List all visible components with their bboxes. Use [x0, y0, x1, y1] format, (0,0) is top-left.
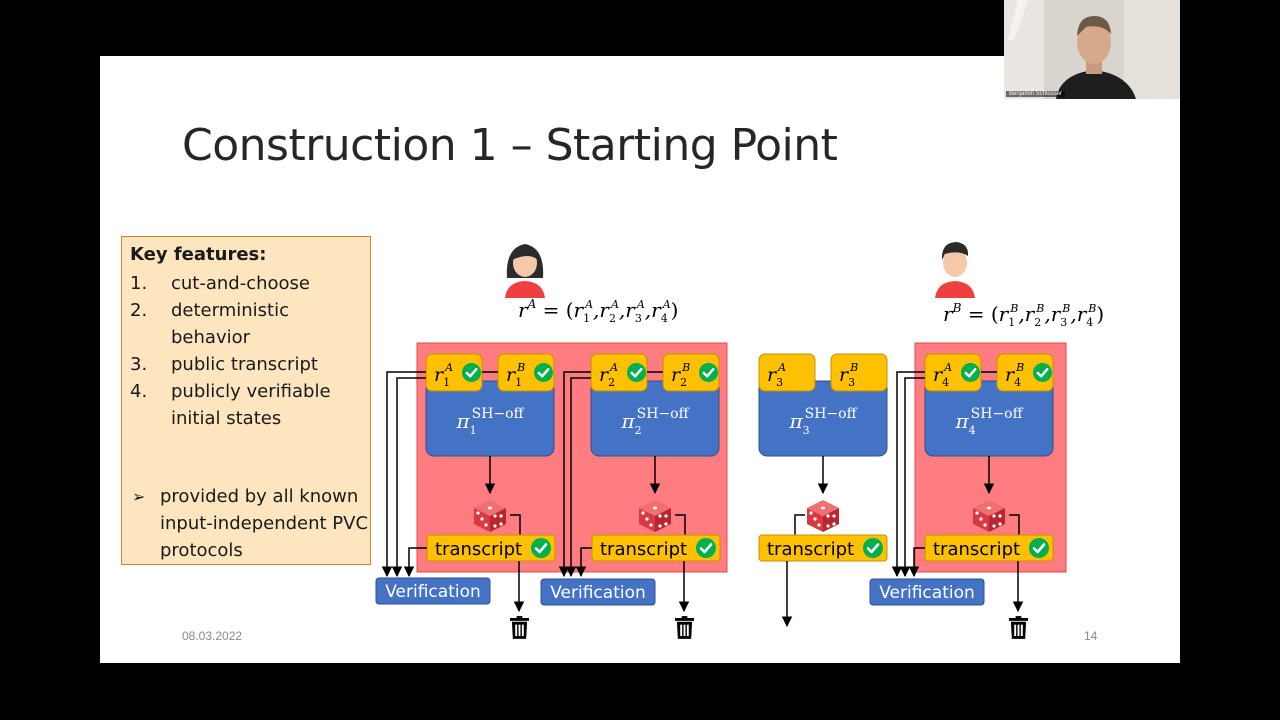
protocol-label: π2SH−off	[620, 406, 689, 437]
bob-seed-tuple: rB = (r1B,r2B,r3B,r4B)	[943, 301, 1104, 329]
check-icon	[699, 363, 718, 382]
footer-date: 08.03.2022	[182, 629, 243, 643]
transcript-label: transcript	[933, 539, 1020, 560]
webcam-thumbnail: Benjamin Schlosser	[1004, 0, 1180, 99]
dice-icon	[807, 500, 839, 532]
seed-label: r3A	[767, 361, 786, 389]
instance-2: π2SH−off r2A r2B transcript Verification	[540, 353, 721, 639]
feature-number: 1.	[130, 273, 148, 294]
transcript-box	[758, 534, 888, 562]
seed-label: r2A	[599, 361, 618, 389]
verification-box	[540, 578, 656, 606]
protocol-label: π3SH−off	[788, 406, 857, 437]
transcript-label: transcript	[435, 539, 522, 560]
slide-title: Construction 1 – Starting Point	[182, 120, 838, 171]
check-icon	[1033, 363, 1052, 382]
check-icon	[534, 363, 553, 382]
verification-box	[869, 578, 985, 606]
feature-number: 2.	[130, 300, 148, 321]
feature-text: publicly verifiable initial states	[171, 381, 331, 429]
check-icon	[627, 363, 646, 382]
check-icon	[462, 363, 481, 382]
check-icon	[696, 538, 716, 558]
feature-text: deterministic behavior	[171, 300, 289, 348]
trash-icon	[1009, 616, 1028, 639]
slide: Construction 1 – Starting Point Key feat…	[100, 56, 1180, 663]
alice-seed-tuple: rA = (r1A,r2A,r3A,r4A)	[518, 297, 678, 325]
protocol-label: π1SH−off	[455, 406, 524, 437]
verification-label: Verification	[879, 583, 975, 603]
protocol-label: π4SH−off	[954, 406, 1023, 437]
check-icon	[961, 363, 980, 382]
seed-label: r1B	[506, 361, 525, 389]
instance-4: π4SH−off r4A r4B transcript Verification	[869, 353, 1054, 639]
trash-icon	[675, 616, 694, 639]
verification-label: Verification	[385, 582, 481, 602]
webcam-name-label: Benjamin Schlosser	[1006, 91, 1066, 97]
instance-3: π3SH−off r3A r3B transcript	[758, 353, 888, 628]
arrow-bullet-icon: ➢	[132, 487, 146, 506]
key-features-heading: Key features:	[130, 244, 267, 265]
seed-label: r4B	[1005, 361, 1024, 389]
check-icon	[531, 538, 551, 558]
instance-1: π1SH−off r1A r1B transcript Verification	[375, 353, 556, 639]
seed-label: r1A	[434, 361, 453, 389]
woman-avatar-icon	[505, 244, 545, 298]
seed-label: r4A	[933, 361, 952, 389]
feature-text: cut-and-choose	[171, 273, 310, 294]
transcript-label: transcript	[767, 539, 854, 560]
bob-seed-box	[830, 353, 888, 392]
verification-box	[375, 577, 491, 605]
check-icon	[863, 538, 883, 558]
feature-text: public transcript	[171, 354, 318, 375]
alice-seed-box	[758, 353, 816, 392]
page-number: 14	[1084, 629, 1098, 643]
protocol-diagram: rA = (r1A,r2A,r3A,r4A) rB = (r1B,r2B,r3B…	[375, 242, 1104, 639]
webcam-video	[1004, 0, 1180, 99]
check-icon	[1029, 538, 1049, 558]
man-avatar-icon	[935, 242, 975, 298]
feature-number: 4.	[130, 381, 148, 402]
seed-label: r3B	[839, 361, 858, 389]
verification-label: Verification	[550, 583, 646, 603]
feature-number: 3.	[130, 354, 148, 375]
key-features-box: Key features: 1. cut-and-choose 2. deter…	[121, 236, 371, 565]
feature-note-text: provided by all known input-independent …	[160, 486, 369, 561]
seed-label: r2B	[671, 361, 690, 389]
transcript-label: transcript	[600, 539, 687, 560]
trash-icon	[510, 616, 529, 639]
